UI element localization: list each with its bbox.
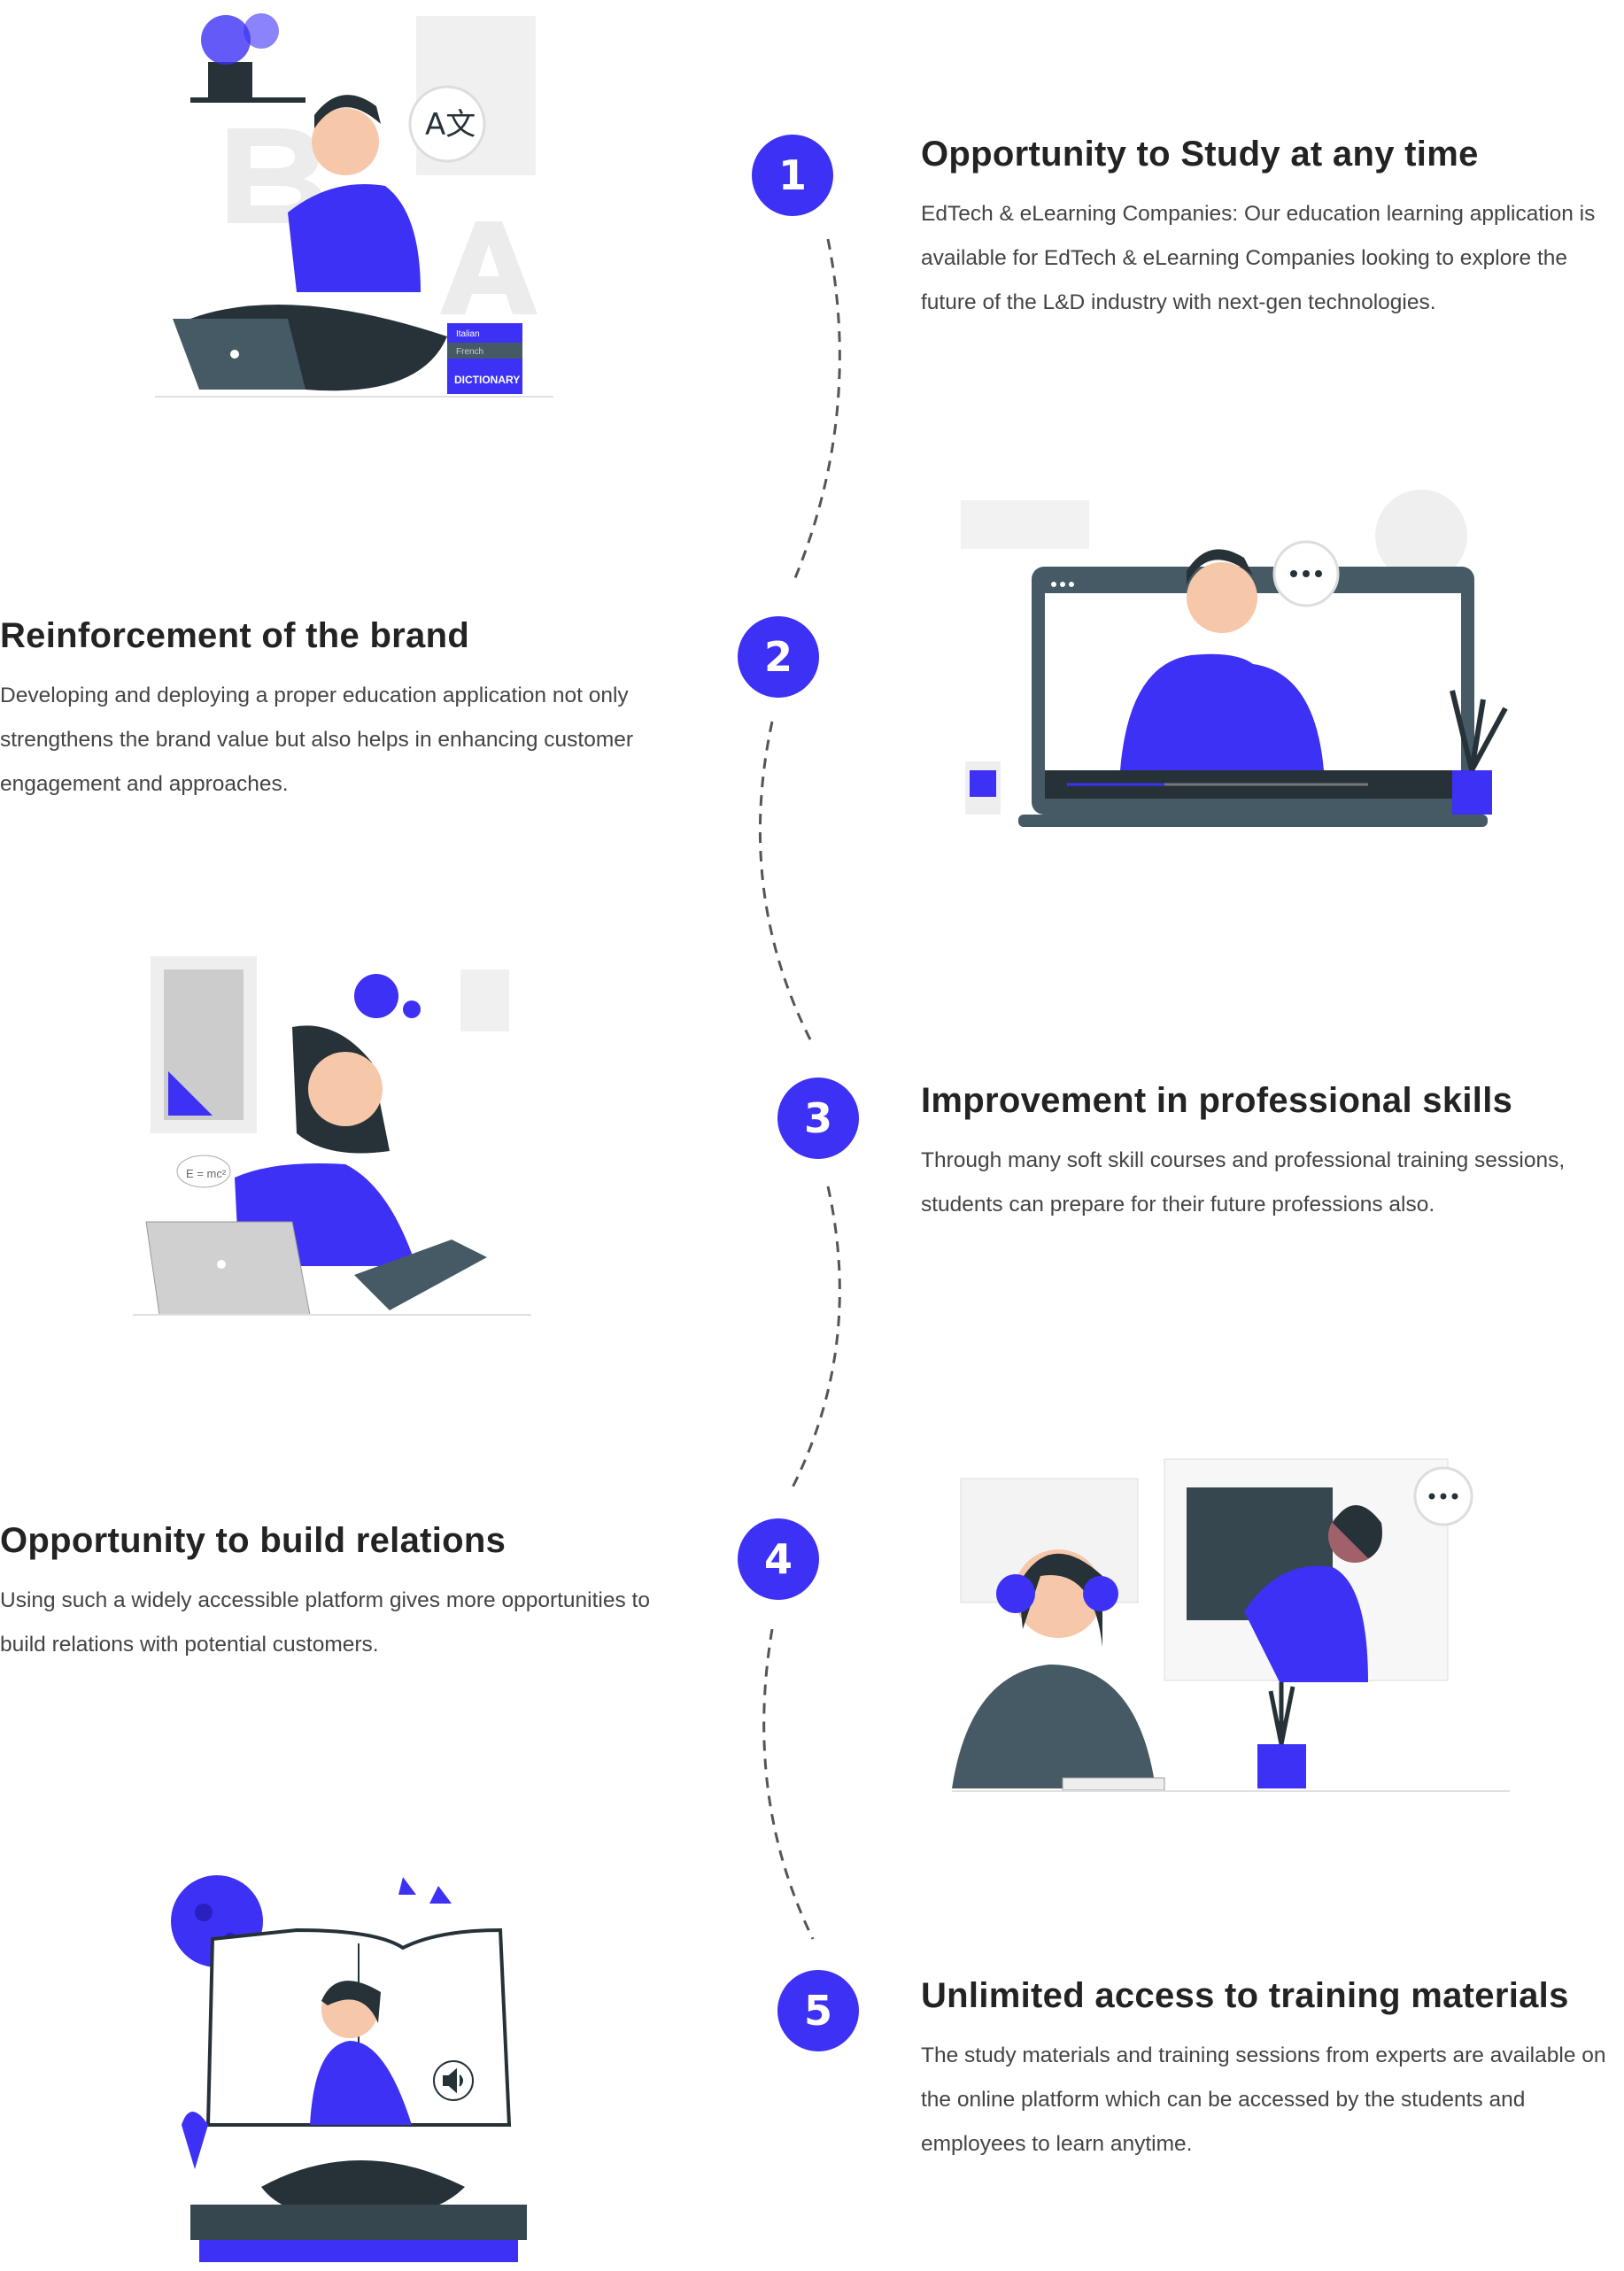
illustration-student-studying: E = mc²: [133, 939, 540, 1324]
step-description-2: Developing and deploying a proper educat…: [0, 684, 634, 796]
book-french-label: French: [456, 347, 483, 357]
step-description-5: The study materials and training session…: [921, 2043, 1606, 2156]
step-number-3: 3: [777, 1078, 859, 1159]
formula-label: E = mc²: [186, 1167, 227, 1180]
step-description-4: Using such a widely accessible platform …: [0, 1588, 650, 1657]
illustration-language-learner: A文 Italian French DICTIONARY: [155, 0, 562, 412]
book-dictionary-label: DICTIONARY: [454, 374, 520, 386]
step-description-1: EdTech & eLearning Companies: Our educat…: [921, 202, 1596, 314]
step-number-1: 1: [752, 135, 833, 216]
speaker-icon: [443, 2067, 463, 2094]
illustration-audio-learning: [146, 1833, 571, 2271]
step-title-2: Reinforcement of the brand: [0, 616, 470, 655]
book-italian-label: Italian: [456, 329, 480, 339]
step-title-1: Opportunity to Study at any time: [921, 135, 1479, 174]
illustration-online-class: [943, 1452, 1527, 1802]
step-title-3: Improvement in professional skills: [921, 1081, 1513, 1120]
decorative-letter-b-shape: [228, 128, 325, 223]
step-number-2: 2: [738, 616, 819, 698]
step-title-4: Opportunity to build relations: [0, 1521, 507, 1560]
illustration-video-lecture: [943, 487, 1527, 837]
step-number-4: 4: [738, 1518, 819, 1600]
step-description-3: Through many soft skill courses and prof…: [921, 1148, 1566, 1217]
svg-text:A文: A文: [425, 107, 476, 143]
step-title-5: Unlimited access to training materials: [921, 1976, 1569, 2015]
decorative-letter-a-shape: [440, 221, 537, 314]
step-number-5: 5: [777, 1970, 859, 2051]
